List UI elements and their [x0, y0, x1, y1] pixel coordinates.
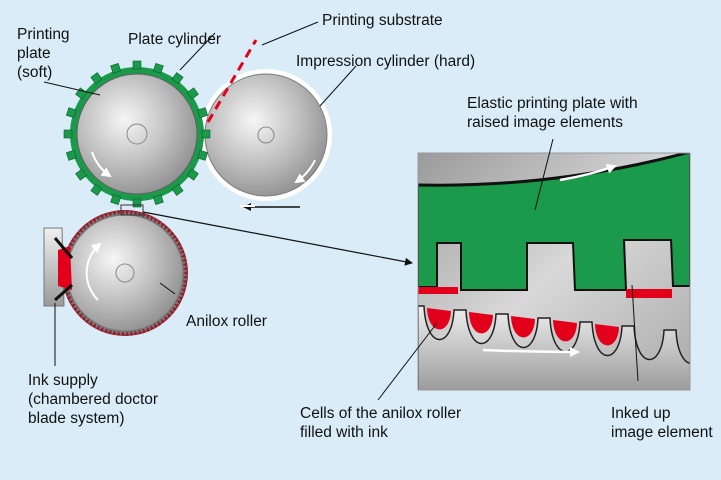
anilox-tooth [182, 273, 188, 278]
plate-tooth [132, 198, 142, 208]
anilox-tooth [87, 222, 93, 228]
nip-detail-marker [120, 204, 144, 216]
anilox-tooth [171, 303, 178, 309]
label-plate-cylinder: Plate cylinder [128, 31, 222, 48]
plate-tooth [132, 60, 142, 70]
label-ink-supply: Ink supply (chambered doctor blade syste… [28, 372, 159, 427]
plate-tooth [90, 72, 103, 85]
plate-tooth [110, 194, 122, 206]
anilox-tooth [114, 210, 119, 216]
anilox-tooth [171, 237, 178, 243]
anilox-tooth [75, 234, 81, 239]
anilox-tooth [160, 224, 166, 230]
label-printing-substrate: Printing substrate [322, 12, 443, 29]
label-inked-image-element: Inked up image element [611, 405, 713, 441]
anilox-tooth [78, 230, 84, 236]
anilox-cell-ink [595, 324, 619, 346]
anilox-cell-ink [427, 308, 451, 330]
plate-tooth [65, 107, 77, 119]
plate-tooth [201, 129, 211, 139]
anilox-tooth [135, 329, 140, 335]
plate-tooth [186, 168, 199, 181]
anilox-tooth [163, 313, 169, 319]
plate-tooth [90, 183, 103, 196]
anilox-tooth [180, 285, 187, 289]
anilox-tooth [84, 224, 90, 230]
anilox-tooth [72, 237, 79, 243]
detail-pointer-line [142, 211, 413, 266]
anilox-tooth [174, 241, 180, 246]
anilox-tooth [87, 318, 93, 324]
plate-tooth [152, 62, 164, 74]
plate-tooth [75, 168, 88, 181]
plate-tooth [110, 62, 122, 74]
anilox-tooth [107, 328, 111, 334]
anilox-tooth [182, 268, 188, 273]
anilox-tooth [139, 328, 143, 334]
ink-supply-chamber [43, 227, 74, 307]
anilox-tooth [174, 300, 180, 305]
anilox-tooth [91, 219, 96, 225]
anilox-tooth [169, 307, 175, 312]
anilox-tooth [157, 318, 163, 324]
anilox-tooth [169, 234, 175, 239]
anilox-cell-ink [553, 320, 577, 342]
anilox-tooth [127, 210, 132, 216]
anilox-tooth [123, 331, 127, 336]
anilox-tooth [163, 227, 169, 233]
plate-tooth [63, 129, 73, 139]
label-printing-plate: Printing plate (soft) [17, 26, 70, 81]
anilox-tooth [166, 230, 172, 236]
anilox-tooth [78, 310, 84, 316]
printing-substrate-web [206, 39, 258, 123]
leader-lines [43, 21, 639, 401]
plate-tooth [186, 87, 199, 100]
anilox-tooth [114, 330, 119, 336]
inset-detail [418, 153, 690, 390]
impression-cylinder [200, 69, 332, 201]
anilox-tooth [70, 241, 76, 246]
plate-tooth [171, 183, 184, 196]
label-impression-cylinder: Impression cylinder (hard) [296, 53, 476, 70]
anilox-tooth [81, 313, 87, 319]
anilox-tooth [70, 300, 76, 305]
anilox-tooth [154, 219, 159, 225]
anilox-tooth [160, 316, 166, 322]
plate-tooth [65, 149, 77, 161]
anilox-tooth [166, 310, 172, 316]
label-anilox-cells: Cells of the anilox roller filled with i… [300, 405, 462, 441]
anilox-tooth [131, 330, 136, 336]
anilox-tooth [180, 257, 187, 261]
anilox-tooth [75, 307, 81, 312]
anilox-tooth [91, 321, 96, 327]
anilox-cell-ink [469, 312, 493, 334]
plate-tooth [197, 107, 209, 119]
anilox-tooth [181, 281, 188, 286]
anilox-tooth [181, 260, 188, 265]
label-anilox-roller: Anilox roller [186, 313, 267, 330]
anilox-tooth [84, 316, 90, 322]
anilox-tooth [118, 330, 123, 336]
anilox-tooth [110, 211, 115, 217]
anilox-tooth [110, 329, 115, 335]
anilox-cell-ink [511, 316, 535, 338]
anilox-tooth [107, 212, 111, 218]
plate-cylinder [63, 60, 211, 208]
anilox-tooth [157, 222, 163, 228]
anilox-tooth [182, 264, 188, 269]
plate-tooth [152, 194, 164, 206]
anilox-tooth [127, 330, 132, 336]
anilox-tooth [154, 321, 159, 327]
plate-tooth [171, 72, 184, 85]
label-elastic-printing-plate: Elastic printing plate with raised image… [467, 95, 638, 131]
anilox-tooth [182, 277, 188, 282]
anilox-tooth [123, 210, 127, 215]
anilox-tooth [72, 303, 79, 309]
anilox-roller [62, 210, 188, 336]
plate-tooth [197, 149, 209, 161]
anilox-tooth [81, 227, 87, 233]
plate-tooth [75, 87, 88, 100]
